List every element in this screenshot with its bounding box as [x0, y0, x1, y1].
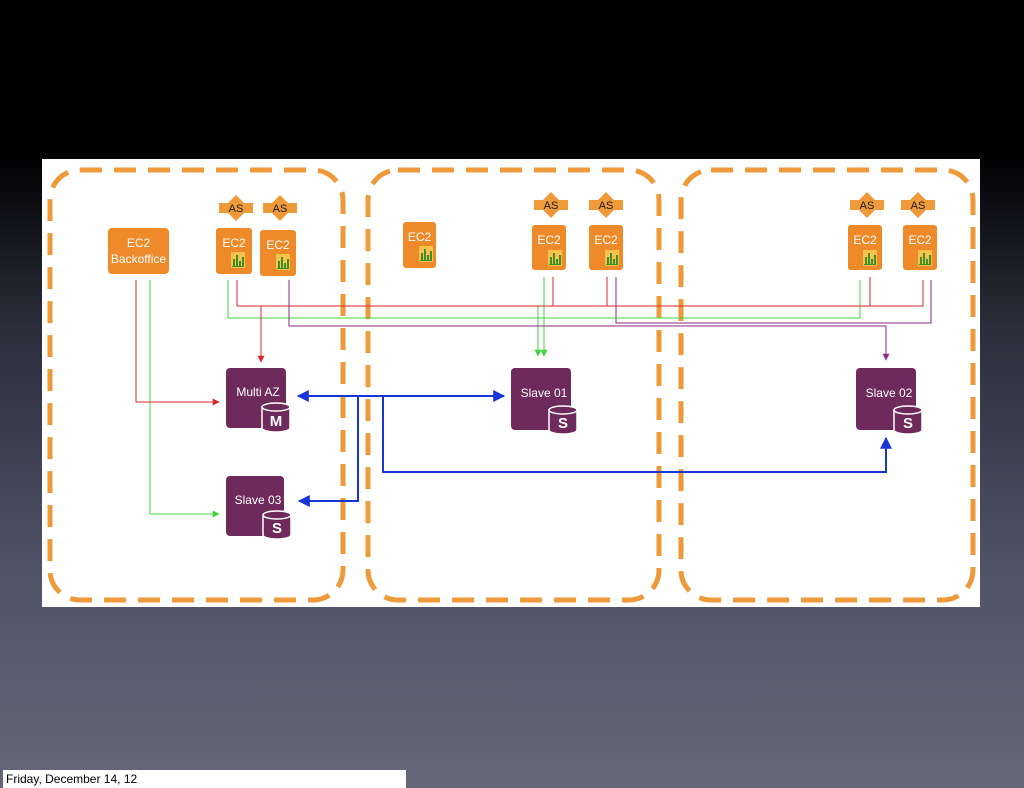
replication-links: [296, 390, 892, 507]
purple-bus-z2: [615, 277, 932, 324]
ec2-label: EC2: [594, 233, 618, 247]
database-icon: S: [548, 405, 578, 435]
db-multi-az-label: Multi AZ: [236, 385, 279, 399]
as-badge: AS: [901, 192, 935, 218]
ec2-standalone-node: EC2: [403, 222, 436, 268]
db-slave-03-node: Slave 03 S: [226, 476, 292, 540]
purple-links: [288, 277, 932, 361]
as-badge: AS: [219, 195, 253, 221]
ec2-label: EC2: [853, 233, 877, 247]
ec2-node: EC2: [848, 225, 882, 270]
ec2-label: EC2: [266, 238, 290, 252]
ec2-node: EC2: [260, 230, 296, 276]
as-badge: AS: [263, 195, 297, 221]
ec2-node: EC2: [589, 225, 623, 270]
as-badge: AS: [850, 192, 884, 218]
as-label: AS: [273, 203, 288, 215]
as-badge: AS: [589, 192, 623, 218]
backoffice-to-multiaz-link: [135, 280, 220, 406]
as-label: AS: [544, 200, 559, 212]
ec2-label: EC2: [537, 233, 561, 247]
zone-2: [365, 167, 662, 603]
as-badge: AS: [534, 192, 568, 218]
purple-bus-z1: [288, 280, 886, 327]
slide-footer-date: Friday, December 14, 12: [3, 770, 406, 788]
multiaz-to-slave03-link: [297, 396, 359, 507]
backoffice-to-slave03-link: [149, 280, 220, 518]
availability-zones: [47, 167, 976, 603]
ec2-node: EC2: [216, 228, 252, 274]
red-links: [135, 277, 924, 406]
db-badge: S: [272, 520, 282, 537]
database-icon: M: [261, 402, 291, 433]
db-multi-az-node: Multi AZ M: [226, 368, 291, 433]
backoffice-line1: EC2: [127, 236, 151, 250]
ec2-node: EC2: [903, 225, 937, 270]
ec2-label: EC2: [222, 236, 246, 250]
db-slave-02-node: Slave 02 S: [856, 368, 923, 435]
database-icon: S: [893, 405, 923, 435]
db-slave-02-label: Slave 02: [866, 386, 913, 400]
ec2-label: EC2: [908, 233, 932, 247]
db-badge: M: [270, 413, 283, 430]
as-label: AS: [229, 203, 244, 215]
db-badge: S: [558, 415, 568, 432]
backoffice-line2: Backoffice: [111, 252, 166, 266]
multiaz-to-slave02-link: [382, 396, 892, 473]
ec2-backoffice-node: EC2 Backoffice: [108, 228, 169, 274]
zone-1: [47, 167, 346, 603]
as-label: AS: [860, 200, 875, 212]
db-badge: S: [903, 415, 913, 432]
db-slave-03-label: Slave 03: [235, 493, 282, 507]
db-slave-01-node: Slave 01 S: [511, 368, 578, 435]
db-slave-01-label: Slave 01: [521, 386, 568, 400]
ec2-node: EC2: [532, 225, 566, 270]
database-icon: S: [262, 510, 292, 540]
as-label: AS: [599, 200, 614, 212]
ec2-red-bus: [236, 280, 924, 307]
ec2-label: EC2: [408, 230, 432, 244]
zone-3: [678, 167, 976, 603]
as-label: AS: [911, 200, 926, 212]
